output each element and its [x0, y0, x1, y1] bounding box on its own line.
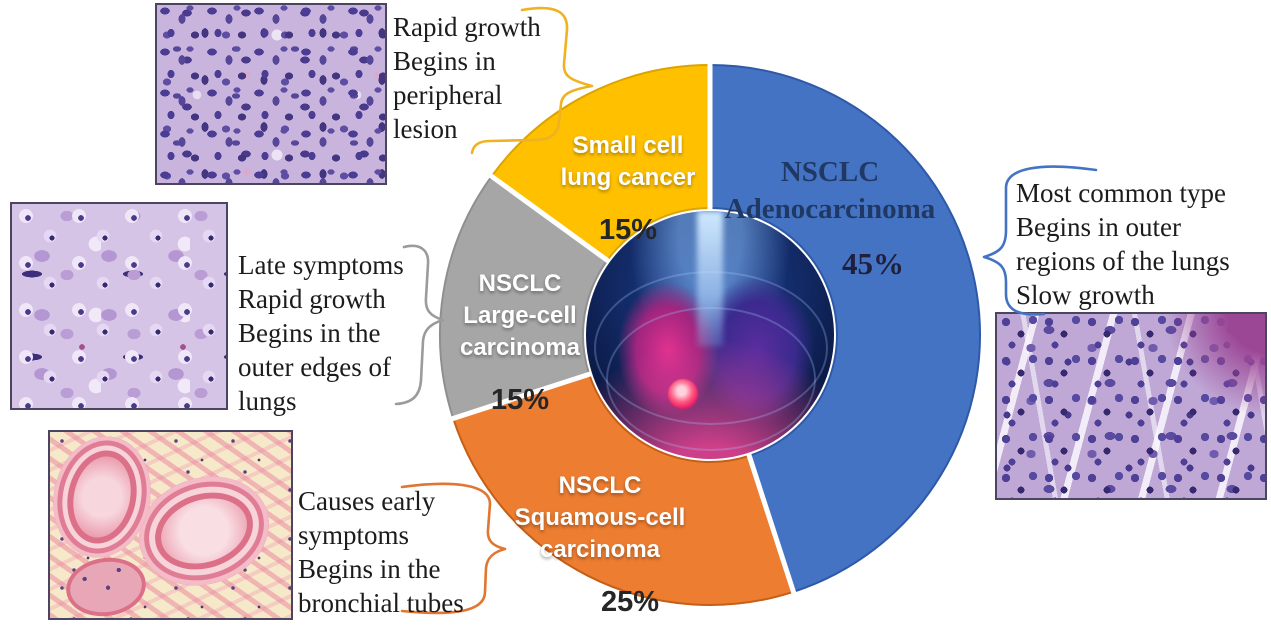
- tumor-spot-icon: [668, 379, 698, 409]
- squamous-histology-image: [42, 427, 293, 622]
- trachea-icon: [697, 211, 723, 346]
- segment-separator: [487, 172, 612, 265]
- pie-segment-1: [709, 63, 981, 594]
- pie-segment-4: [490, 63, 711, 262]
- segment-separator: [449, 370, 593, 422]
- segment-title: NSCLC Squamous-cell carcinoma: [514, 472, 686, 563]
- brace-adenocarcinoma-icon: [982, 165, 1098, 316]
- segment-title: NSCLC Adenocarcinoma: [724, 156, 936, 225]
- segment-label-squamous: NSCLC Squamous-cell carcinoma 25%: [480, 452, 720, 629]
- brace-large-cell-icon: [394, 244, 445, 406]
- segment-label-adenocarcinoma: NSCLC Adenocarcinoma 45%: [700, 136, 960, 300]
- segment-percentage: 15%: [490, 384, 550, 416]
- callout-small-cell-text: Rapid growth Begins in peripheral lesion: [393, 12, 541, 144]
- segment-percentage: 45%: [842, 246, 904, 281]
- pie-segment-3: [439, 174, 609, 420]
- segment-separator: [745, 452, 797, 596]
- segment-percentage: 15%: [598, 214, 658, 246]
- segment-title: NSCLC Large-cell carcinoma: [459, 270, 581, 361]
- callout-squamous-text: Causes early symptoms Begins in the bron…: [298, 486, 464, 618]
- brace-small-cell-icon: [470, 6, 594, 155]
- pie-segment-2: [451, 372, 795, 606]
- segment-label-small-cell: Small cell lung cancer 15%: [533, 112, 723, 266]
- lungs-xray-image: [586, 211, 834, 459]
- brace-squamous-icon: [400, 482, 507, 615]
- callout-large-cell-text: Late symptoms Rapid growth Begins in the…: [238, 250, 404, 416]
- adenocarcinoma-histology-image: [995, 312, 1267, 500]
- large-cell-histology-image: [10, 202, 228, 410]
- segment-percentage: 25%: [600, 586, 660, 618]
- segment-label-large-cell: NSCLC Large-cell carcinoma 15%: [420, 250, 620, 436]
- segment-title: Small cell lung cancer: [560, 132, 696, 191]
- donut-chart: [439, 63, 981, 606]
- callout-adenocarcinoma-text: Most common type Begins in outer regions…: [1016, 178, 1230, 310]
- small-cell-histology-image: [155, 3, 387, 185]
